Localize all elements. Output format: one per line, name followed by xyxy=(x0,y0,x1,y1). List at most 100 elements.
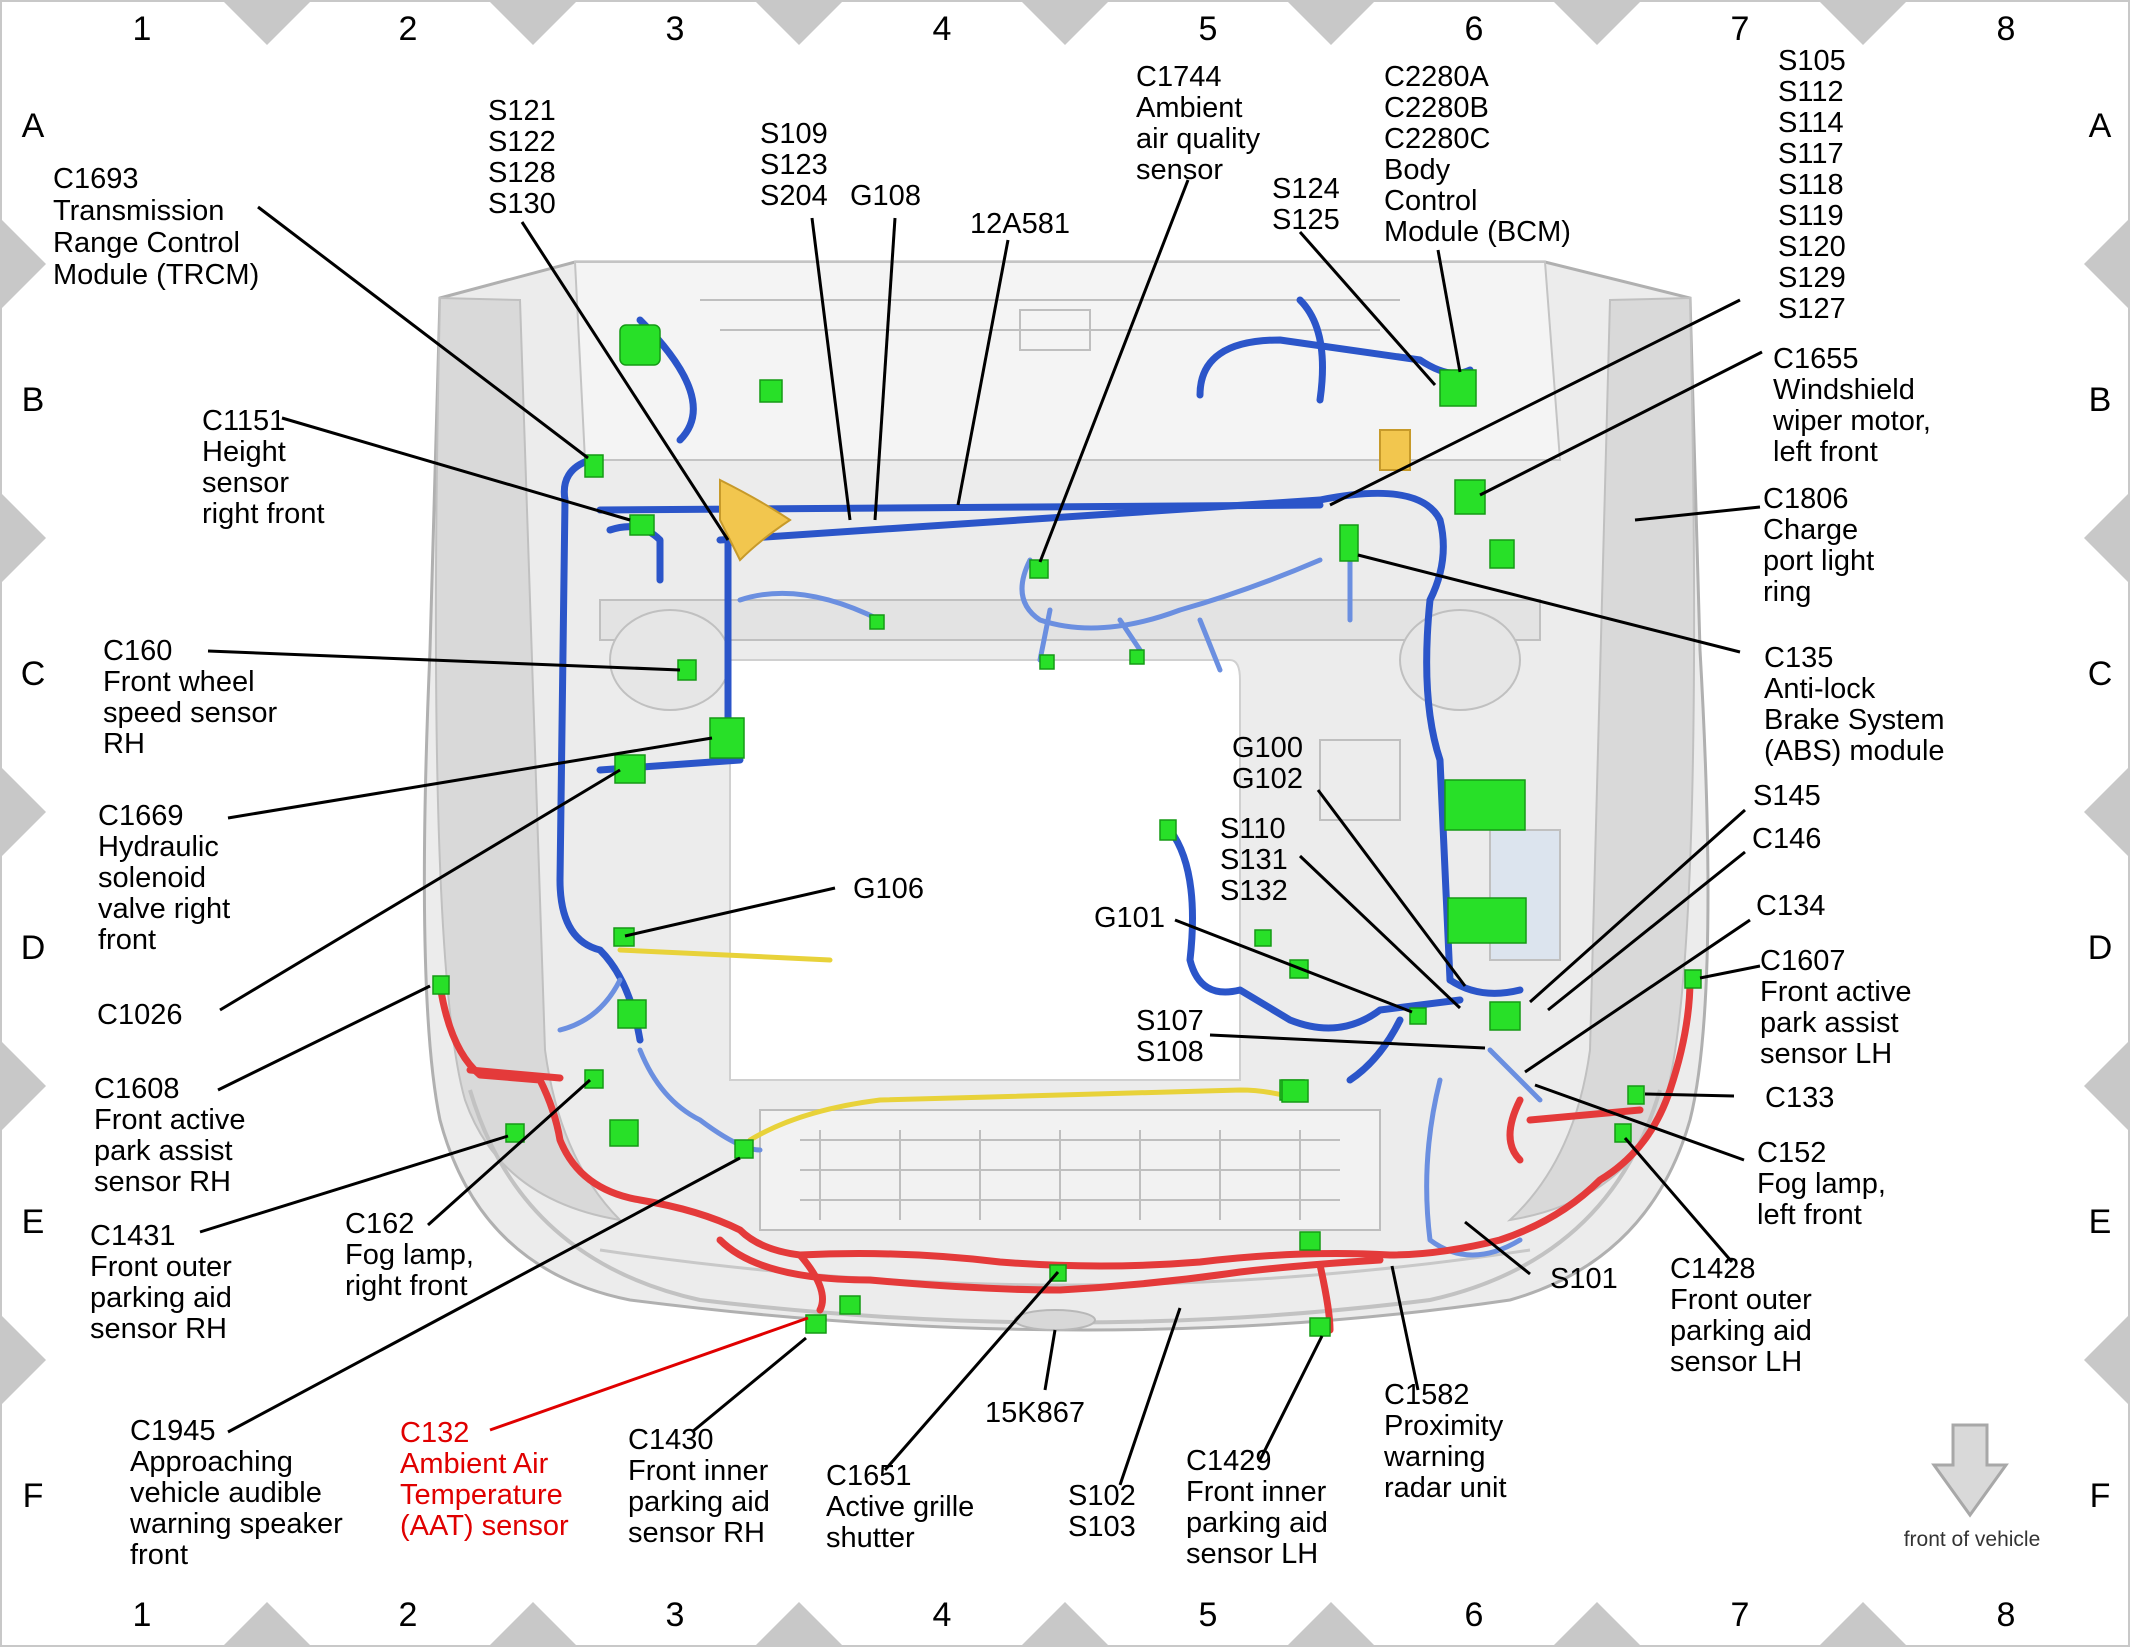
front-of-vehicle-label: front of vehicle xyxy=(1904,1528,2041,1551)
label-c1429: C1429 Front inner parking aid sensor LH xyxy=(1186,1445,1336,1570)
label-s105-group: S105 S112 S114 S117 S118 S119 S120 S129 … xyxy=(1778,45,1854,325)
leader-lines xyxy=(199,179,1763,1486)
grid-col-4-top: 4 xyxy=(933,10,952,48)
grid-row-b-left: B xyxy=(22,381,45,419)
grid-row-e-left: E xyxy=(22,1203,45,1241)
grid-row-labels-left: A B C D E F xyxy=(21,107,46,1515)
grid-col-8-top: 8 xyxy=(1997,10,2016,48)
grid-row-c-right: C xyxy=(2088,655,2113,693)
connector-c1806 xyxy=(1489,539,1515,569)
grid-col-6-top: 6 xyxy=(1465,10,1484,48)
connector-g106 xyxy=(613,927,635,947)
grid-row-labels-right: A B C D E F xyxy=(2088,107,2113,1515)
grid-row-c-left: C xyxy=(21,655,46,693)
connector-left-d xyxy=(617,999,647,1029)
label-s145: S145 xyxy=(1753,780,1821,812)
connector-abs-large-2 xyxy=(1447,897,1527,944)
label-c1431: C1431 Front outer parking aid sensor RH xyxy=(90,1220,240,1345)
label-s124-group: S124 S125 xyxy=(1272,173,1348,236)
connector-cross-1 xyxy=(869,614,885,630)
label-c133: C133 xyxy=(1765,1082,1834,1114)
label-s107-group: S107 S108 xyxy=(1136,1005,1212,1068)
connector-c1582 xyxy=(1299,1231,1321,1251)
connector-c1655 xyxy=(1454,479,1486,515)
grid-col-5-top: 5 xyxy=(1199,10,1218,48)
label-s110-group: S110 S131 S132 xyxy=(1220,813,1296,907)
label-c1945: C1945 Approaching vehicle audible warnin… xyxy=(129,1415,351,1571)
connector-c1430 xyxy=(839,1295,861,1315)
label-c134: C134 xyxy=(1756,890,1825,922)
connector-c160 xyxy=(677,659,697,681)
grid-col-3-top: 3 xyxy=(666,10,685,48)
grid-row-d-left: D xyxy=(21,929,46,967)
label-c1693: C1693 Transmission Range Control Module … xyxy=(53,163,259,291)
grid-row-e-right: E xyxy=(2089,1203,2112,1241)
grid-col-5-bottom: 5 xyxy=(1199,1596,1218,1634)
connector-right-e xyxy=(1281,1079,1309,1103)
label-c1744: C1744 Ambient air quality sensor xyxy=(1136,61,1268,186)
grid-column-labels-bottom: 1 2 3 4 5 6 7 8 xyxy=(133,1596,2016,1634)
grid-row-f-right: F xyxy=(2090,1477,2111,1515)
connector-g101 xyxy=(1409,1007,1427,1025)
label-c1151: C1151 Height sensor right front xyxy=(202,405,325,530)
grid-row-f-left: F xyxy=(23,1477,44,1515)
connector-g100 xyxy=(1489,1001,1521,1031)
label-12a581: 12A581 xyxy=(970,208,1070,240)
label-s102-group: S102 S103 xyxy=(1068,1480,1144,1543)
connector-c135 xyxy=(1339,524,1359,562)
label-g108: G108 xyxy=(850,180,921,212)
label-s109-group: S109 S123 S204 xyxy=(760,118,836,212)
grid-row-a-left: A xyxy=(22,107,45,145)
label-c1608: C1608 Front active park assist sensor RH xyxy=(94,1073,254,1198)
label-c1669: C1669 Hydraulic solenoid valve right fro… xyxy=(98,800,238,956)
label-c1026: C1026 xyxy=(97,999,182,1031)
connector-c1026 xyxy=(614,754,646,784)
connectors xyxy=(432,324,1702,1337)
grid-row-d-right: D xyxy=(2088,929,2113,967)
label-g101: G101 xyxy=(1094,902,1165,934)
label-c1806: C1806 Charge port light ring xyxy=(1763,483,1882,608)
label-s101: S101 xyxy=(1550,1263,1618,1295)
label-c146: C146 xyxy=(1752,823,1821,855)
connector-c1744 xyxy=(1029,559,1049,579)
grid-col-1-bottom: 1 xyxy=(133,1596,152,1634)
connector-c162 xyxy=(584,1069,604,1089)
label-c152: C152 Fog lamp, left front xyxy=(1757,1137,1894,1231)
grid-col-1-top: 1 xyxy=(133,10,152,48)
label-c135: C135 Anti-lock Brake System (ABS) module xyxy=(1764,642,1953,767)
label-c1655: C1655 Windshield wiper motor, left front xyxy=(1772,343,1939,468)
connector-c133 xyxy=(1627,1085,1645,1105)
wiring-harness-bumper xyxy=(436,976,1694,1334)
grid-col-7-bottom: 7 xyxy=(1731,1596,1750,1634)
label-g106: G106 xyxy=(853,873,924,905)
connector-c1693 xyxy=(584,454,604,478)
label-c2280-bcm: C2280A C2280B C2280C Body Control Module… xyxy=(1384,61,1571,248)
connector-c1945 xyxy=(734,1139,754,1159)
connector-c1151 xyxy=(629,514,655,536)
label-15k867: 15K867 xyxy=(985,1397,1085,1429)
grid-row-a-right: A xyxy=(2089,107,2112,145)
grid-col-8-bottom: 8 xyxy=(1997,1596,2016,1634)
connector-abs-large xyxy=(1444,779,1526,831)
connector-c1428 xyxy=(1614,1123,1632,1143)
connector-c1607 xyxy=(1684,969,1702,989)
connector-c132 xyxy=(805,1314,827,1334)
connector-c1608 xyxy=(432,975,450,995)
connector-c1429 xyxy=(1309,1317,1331,1337)
label-s121-group: S121 S122 S128 S130 xyxy=(488,95,564,220)
label-c1651: C1651 Active grille shutter xyxy=(826,1460,982,1554)
connector-cross-2 xyxy=(1129,649,1145,665)
wiring-harness-grille xyxy=(617,429,1411,1143)
connector-c1431 xyxy=(505,1123,525,1143)
grid-col-4-bottom: 4 xyxy=(933,1596,952,1634)
connector-left-e xyxy=(609,1119,639,1147)
label-c132-highlighted: C132 Ambient Air Temperature (AAT) senso… xyxy=(400,1417,571,1542)
grid-row-b-right: B xyxy=(2089,381,2112,419)
label-c1428: C1428 Front outer parking aid sensor LH xyxy=(1670,1253,1820,1378)
grid-col-6-bottom: 6 xyxy=(1465,1596,1484,1634)
connector-right-c2 xyxy=(1254,929,1272,947)
label-c160: C160 Front wheel speed sensor RH xyxy=(103,635,285,760)
connector-right-c1 xyxy=(1159,819,1177,841)
